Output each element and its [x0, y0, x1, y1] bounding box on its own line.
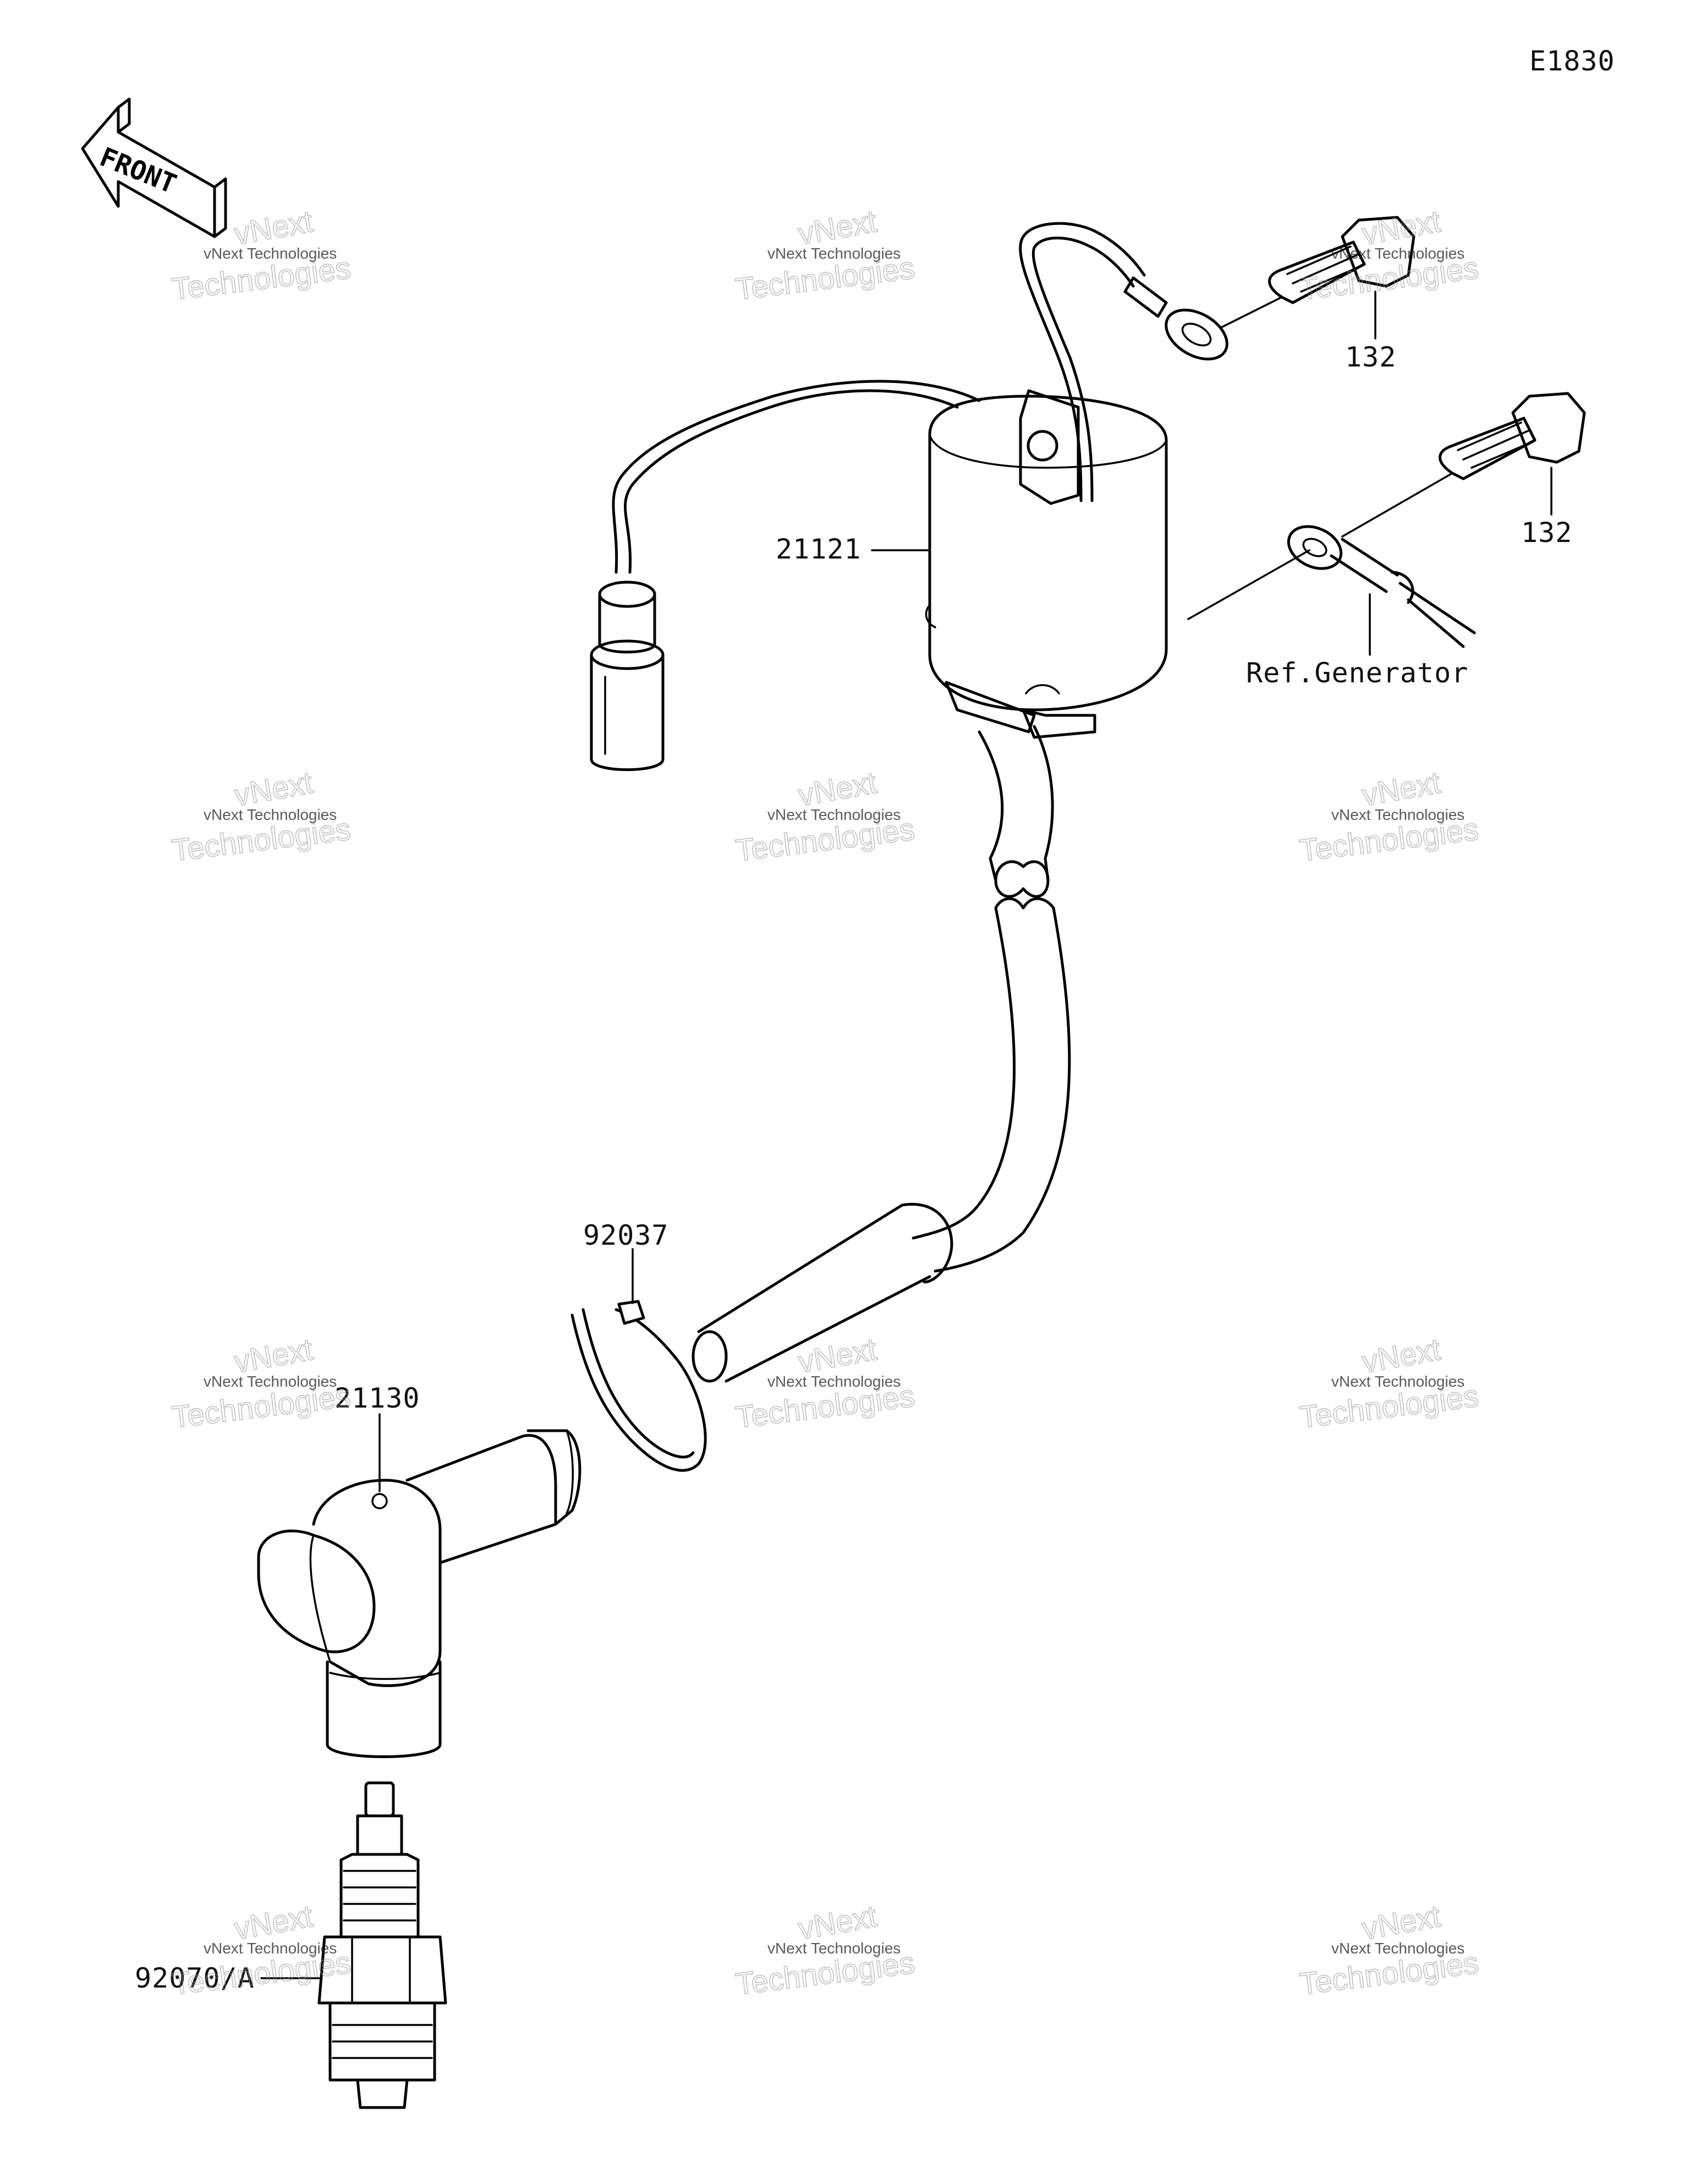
svg-text:vNext Technologies: vNext Technologies: [204, 245, 337, 262]
diagram-code: E1830: [1529, 45, 1615, 77]
svg-text:vNext Technologies: vNext Technologies: [204, 806, 337, 823]
spark-plug: [260, 1781, 447, 2109]
bolt-right: [1341, 392, 1586, 538]
callout-plug-cap: 21130: [334, 1382, 420, 1414]
front-arrow-icon: FRONT: [81, 97, 227, 238]
svg-text:vNext Technologies: vNext Technologies: [767, 806, 901, 823]
cable-clamp: [570, 1248, 707, 1472]
svg-text:vNext: vNext: [232, 204, 315, 251]
svg-text:vNext Technologies: vNext Technologies: [204, 1940, 337, 1957]
callout-bolt-top: 132: [1345, 341, 1396, 373]
callout-spark-plug: 92070/A: [135, 1962, 255, 1994]
svg-text:vNext: vNext: [1359, 1898, 1443, 1946]
spark-plug-cap: [257, 1413, 581, 1758]
svg-text:vNext: vNext: [232, 765, 315, 813]
svg-text:vNext: vNext: [795, 765, 879, 813]
svg-text:vNext Technologies: vNext Technologies: [1331, 1373, 1464, 1390]
svg-text:vNext: vNext: [1359, 765, 1443, 813]
svg-text:vNext Technologies: vNext Technologies: [1331, 806, 1464, 823]
svg-text:vNext Technologies: vNext Technologies: [1331, 1940, 1464, 1957]
watermark: vNext vNext Technologies Technologies vN…: [169, 203, 1481, 2002]
callout-bolt-right: 132: [1521, 517, 1572, 549]
svg-text:vNext: vNext: [232, 1332, 315, 1380]
svg-text:vNext Technologies: vNext Technologies: [767, 1940, 901, 1957]
svg-text:vNext Technologies: vNext Technologies: [767, 245, 901, 262]
svg-text:vNext: vNext: [1359, 1332, 1443, 1380]
ignition-coil: [590, 222, 1228, 898]
callout-clamp: 92037: [583, 1219, 669, 1251]
svg-text:vNext: vNext: [795, 204, 879, 251]
bolt-top: [1220, 216, 1415, 340]
svg-text:vNext: vNext: [795, 1898, 879, 1946]
svg-text:vNext Technologies: vNext Technologies: [204, 1373, 337, 1390]
svg-text:vNext Technologies: vNext Technologies: [767, 1373, 901, 1390]
svg-text:vNext: vNext: [232, 1898, 315, 1946]
generator-lead: [1187, 525, 1476, 656]
callout-ignition-coil: 21121: [776, 533, 862, 565]
svg-text:vNext: vNext: [1359, 204, 1443, 251]
high-tension-lead: [692, 897, 1071, 1383]
callout-ref-generator: Ref.Generator: [1246, 657, 1468, 689]
svg-text:vNext Technologies: vNext Technologies: [1331, 245, 1464, 262]
